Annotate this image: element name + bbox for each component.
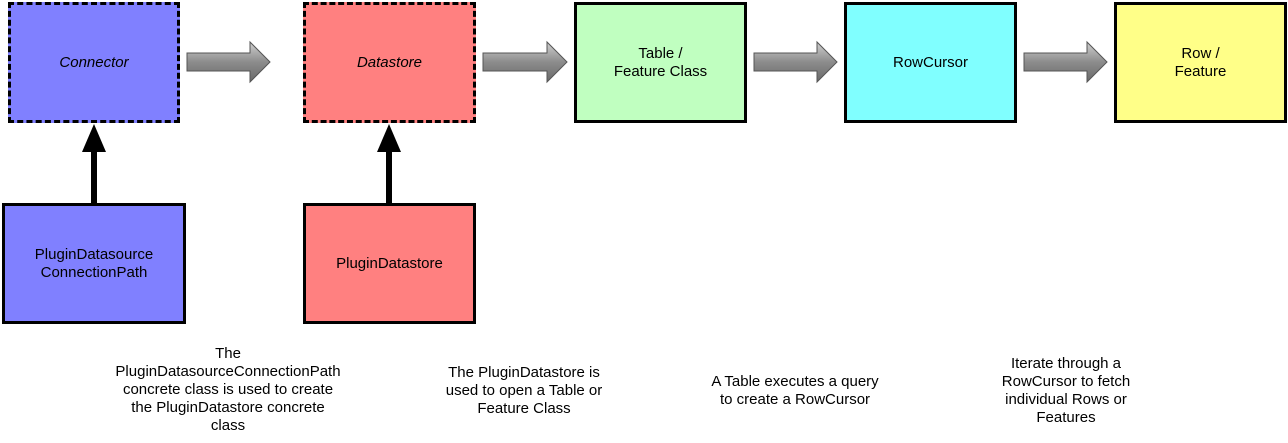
plugin-connection-path-line2: ConnectionPath xyxy=(40,263,148,281)
caption-line: Iterate through a xyxy=(1010,355,1122,372)
datastore-box: Datastore xyxy=(303,2,476,123)
caption-line: Feature Class xyxy=(477,400,571,417)
arrow-connection-path-to-connector xyxy=(82,124,106,203)
datastore-label: Datastore xyxy=(356,53,423,71)
arrow-plugin-datastore-to-datastore xyxy=(377,124,401,203)
arrow-datastore-to-table xyxy=(482,40,568,84)
caption-line: Features xyxy=(1036,409,1096,426)
table-feature-class-box: Table / Feature Class xyxy=(574,2,747,123)
caption-line: concrete class is used to create xyxy=(122,381,334,398)
rowcursor-label: RowCursor xyxy=(892,53,968,71)
arrow-connector-to-datastore xyxy=(186,40,271,84)
caption-line: The PluginDatastore is xyxy=(448,364,600,381)
caption-table: A Table executes a query to create a Row… xyxy=(680,373,910,409)
caption-connection-path: The PluginDatasourceConnectionPath concr… xyxy=(88,345,368,435)
caption-rowcursor: Iterate through a RowCursor to fetch ind… xyxy=(961,355,1171,427)
caption-line: A Table executes a query xyxy=(711,373,879,390)
caption-datastore: The PluginDatastore is used to open a Ta… xyxy=(414,364,634,418)
plugin-datastore-label: PluginDatastore xyxy=(336,254,443,272)
caption-line: The xyxy=(215,345,241,362)
table-label-line2: Feature Class xyxy=(613,62,708,80)
row-label-line2: Feature xyxy=(1174,62,1227,80)
rowcursor-box: RowCursor xyxy=(844,2,1017,123)
plugin-datastore-box: PluginDatastore xyxy=(303,203,476,324)
row-feature-box: Row / Feature xyxy=(1114,2,1287,123)
caption-line: PluginDatasourceConnectionPath xyxy=(115,363,341,380)
caption-line: the PluginDatastore concrete xyxy=(131,399,325,416)
caption-line: individual Rows or xyxy=(1005,391,1127,408)
plugin-connection-path-box: PluginDatasource ConnectionPath xyxy=(2,203,186,324)
connector-box: Connector xyxy=(8,2,180,123)
connector-label: Connector xyxy=(59,53,129,71)
caption-line: RowCursor to fetch xyxy=(1001,373,1131,390)
row-label-line1: Row / xyxy=(1181,44,1220,62)
caption-line: used to open a Table or xyxy=(445,382,603,399)
arrow-rowcursor-to-row xyxy=(1023,40,1108,84)
caption-line: class xyxy=(210,417,246,434)
table-label-line1: Table / xyxy=(638,44,683,62)
plugin-connection-path-line1: PluginDatasource xyxy=(34,245,154,263)
arrow-table-to-rowcursor xyxy=(753,40,838,84)
caption-line: to create a RowCursor xyxy=(719,391,871,408)
